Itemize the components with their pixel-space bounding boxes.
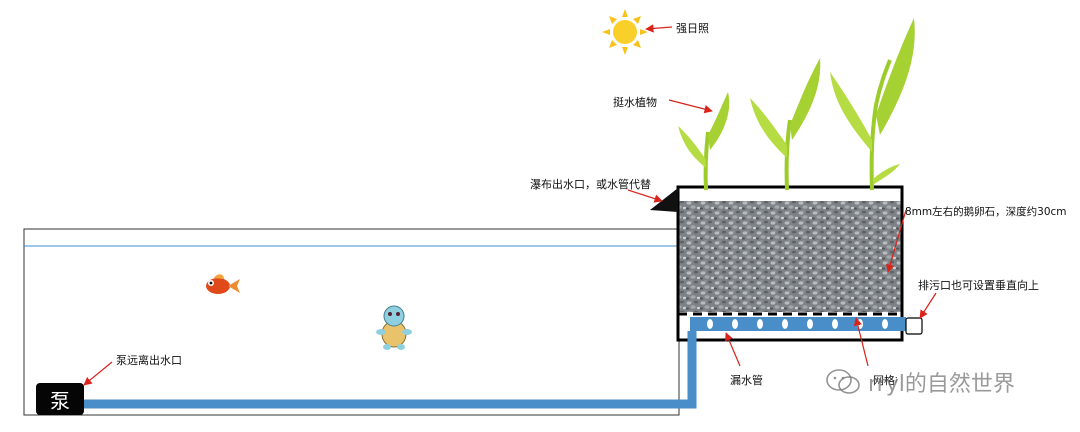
label-leak-pipe: 漏水管 — [730, 374, 763, 387]
pump-box: 泵 — [36, 383, 84, 415]
arrow-mesh — [853, 317, 869, 367]
goldfish-icon — [206, 274, 240, 294]
turtle-icon — [376, 305, 412, 350]
arrow-plants — [668, 99, 713, 114]
plant-icon — [678, 92, 730, 191]
arrow-drain — [919, 292, 937, 319]
watermark-text: rryl的自然世界 — [868, 372, 1015, 397]
arrow-pump — [83, 361, 113, 386]
return-pipe — [84, 331, 697, 409]
waterfall-outlet — [650, 188, 678, 212]
label-plants: 挺水植物 — [613, 96, 657, 109]
filter-box — [676, 185, 923, 342]
aquarium-tank — [23, 228, 680, 416]
label-waterfall-outlet: 瀑布出水口，或水管代替 — [530, 178, 651, 191]
label-sun: 强日照 — [676, 22, 709, 35]
plant-icon — [830, 18, 915, 191]
plant-icon — [750, 58, 821, 191]
wechat-icon — [826, 369, 860, 394]
arrow-sun — [645, 24, 673, 33]
pump-label: 泵 — [50, 388, 70, 413]
label-gravel: 8mm左右的鹅卵石，深度约30cm — [905, 206, 1067, 218]
label-mesh: 网格板 — [873, 374, 897, 387]
arrow-leak-pipe — [725, 332, 741, 367]
annotation-arrows — [83, 24, 937, 386]
label-drain-outlet: 排污口也可设置垂直向上 — [918, 279, 1039, 292]
watermark: rryl的自然世界 — [824, 366, 1015, 398]
label-pump-distance: 泵远离出水口 — [116, 354, 182, 367]
gravel-layer — [678, 201, 902, 312]
arrow-outlet — [627, 189, 663, 203]
drain-outlet-cap — [905, 317, 923, 335]
arrow-gravel — [886, 209, 907, 273]
sun-icon — [602, 9, 648, 55]
